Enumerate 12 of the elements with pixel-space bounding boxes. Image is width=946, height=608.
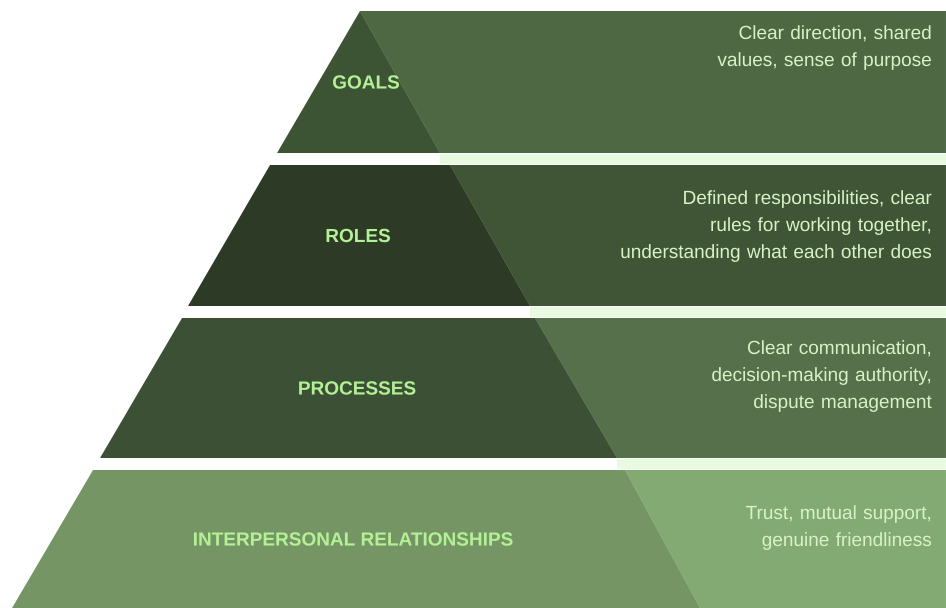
band-description: Clear communication, decision-making authority, dispute management: [712, 340, 932, 412]
band-heading: PROCESSES: [299, 381, 416, 395]
band-heading: GOALS: [333, 75, 400, 89]
pyramid-band: [277, 11, 946, 153]
band-heading: ROLES: [326, 228, 390, 242]
band-heading: INTERPERSONAL RELATIONSHIPS: [194, 532, 513, 546]
band-description: Trust, mutual support, genuine friendliness: [746, 505, 932, 550]
band-description: Clear direction, shared values, sense of purpose: [717, 25, 931, 70]
pyramid-band: [100, 318, 946, 458]
band-description: Defined responsibilities, clear rules for working together, understanding what each other does: [621, 190, 932, 262]
pyramid-band: [12, 470, 946, 608]
pyramid-band: [188, 165, 946, 306]
